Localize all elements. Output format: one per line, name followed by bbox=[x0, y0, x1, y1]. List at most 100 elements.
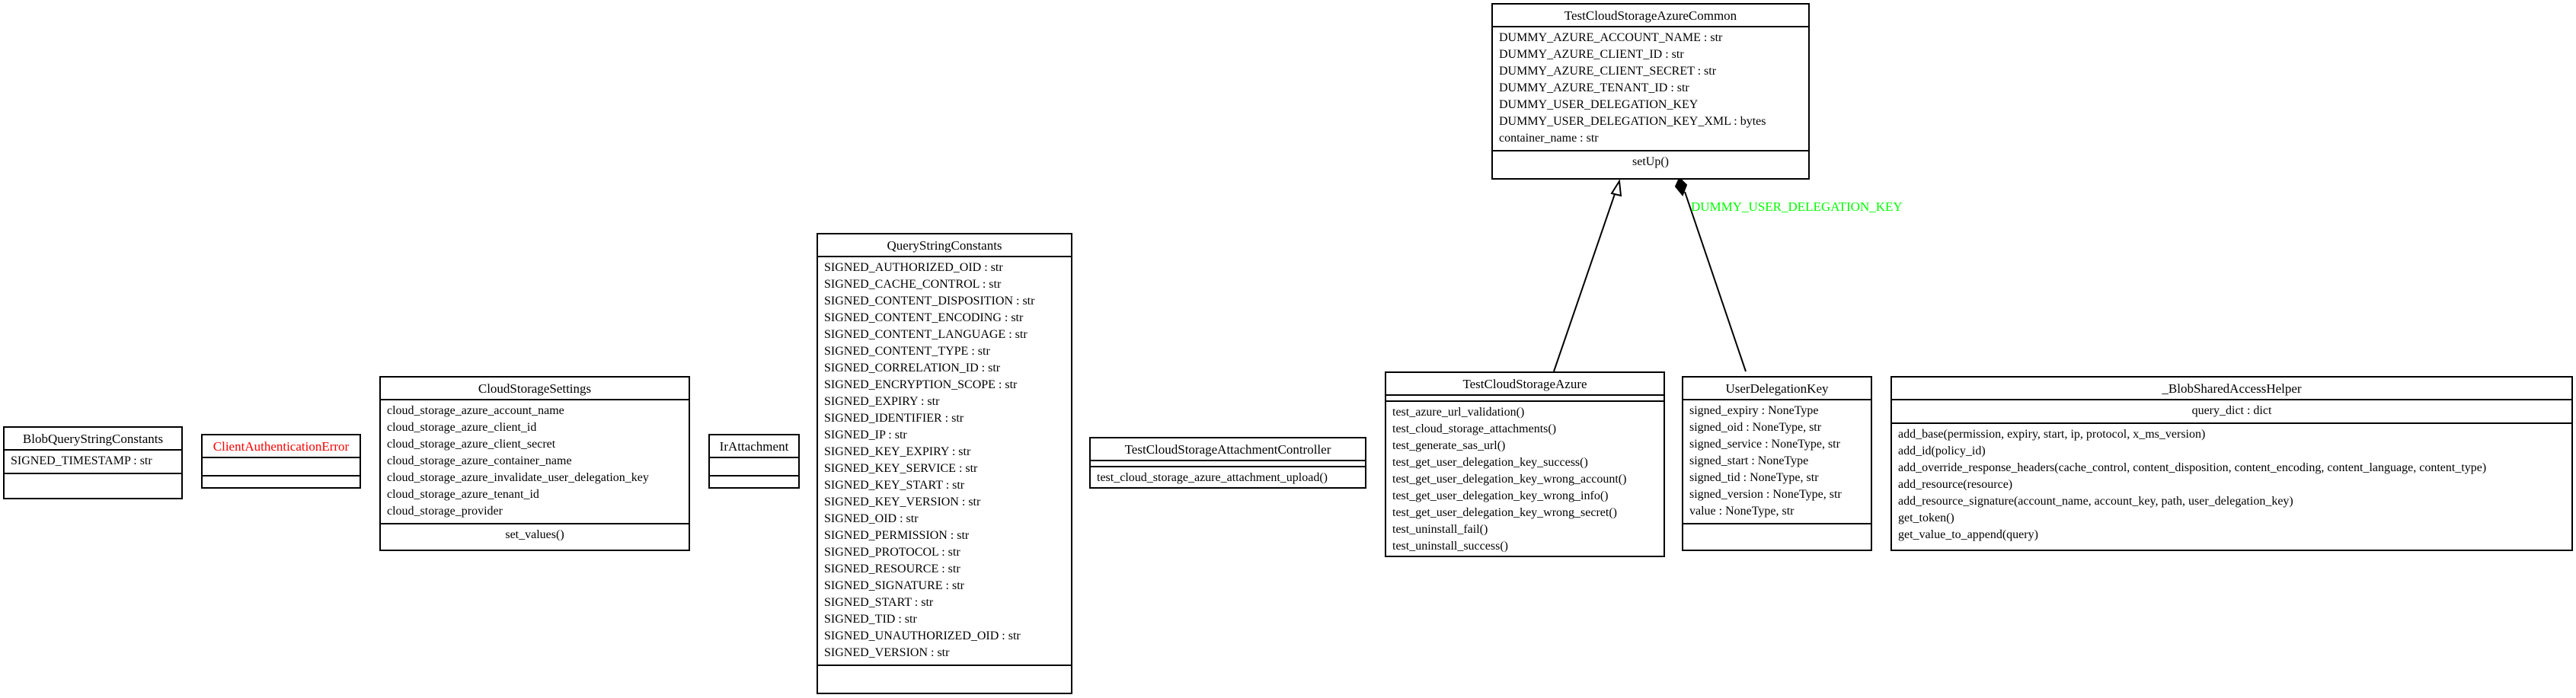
method-row: test_azure_url_validation() bbox=[1392, 406, 1525, 419]
method-row: add_base(permission, expiry, start, ip, … bbox=[1898, 428, 2206, 441]
class-attributes: cloud_storage_azure_account_name cloud_s… bbox=[381, 400, 689, 524]
attribute-row: SIGNED_IDENTIFIER : str bbox=[824, 412, 964, 425]
attribute-row: signed_oid : NoneType, str bbox=[1689, 421, 1822, 434]
class-name: QueryStringConstants bbox=[818, 234, 1071, 257]
class-methods bbox=[5, 474, 181, 498]
attribute-row: cloud_storage_azure_client_id bbox=[387, 421, 537, 434]
method-row: test_cloud_storage_attachments() bbox=[1392, 422, 1557, 435]
method-row: get_token() bbox=[1898, 512, 1954, 524]
attribute-row: SIGNED_UNAUTHORIZED_OID : str bbox=[824, 629, 1021, 642]
class-name: TestCloudStorageAzure bbox=[1386, 373, 1664, 396]
method-row: add_resource_signature(account_name, acc… bbox=[1898, 495, 2293, 508]
attribute-row: DUMMY_AZURE_ACCOUNT_NAME : str bbox=[1499, 31, 1723, 44]
attribute-row: SIGNED_START : str bbox=[824, 596, 934, 609]
attribute-row: SIGNED_KEY_START : str bbox=[824, 479, 965, 492]
attribute-row: SIGNED_AUTHORIZED_OID : str bbox=[824, 261, 1003, 274]
class-attributes bbox=[710, 458, 798, 476]
class-methods bbox=[203, 476, 360, 493]
composition-edge-label: DUMMY_USER_DELEGATION_KEY bbox=[1691, 199, 1903, 214]
method-row: setUp() bbox=[1632, 155, 1669, 168]
attribute-row: cloud_storage_azure_account_name bbox=[387, 404, 564, 417]
class-methods: test_cloud_storage_azure_attachment_uplo… bbox=[1091, 467, 1365, 487]
attribute-row: cloud_storage_azure_client_secret bbox=[387, 438, 556, 451]
attribute-row: signed_tid : NoneType, str bbox=[1689, 471, 1819, 484]
class-box-query-string-constants: QueryStringConstants SIGNED_AUTHORIZED_O… bbox=[817, 233, 1072, 694]
attribute-row: SIGNED_KEY_VERSION : str bbox=[824, 496, 981, 508]
class-methods: setUp() bbox=[1493, 151, 1808, 178]
attribute-row: SIGNED_CONTENT_ENCODING : str bbox=[824, 311, 1024, 324]
attribute-row: SIGNED_KEY_EXPIRY : str bbox=[824, 445, 971, 458]
attribute-row: cloud_storage_provider bbox=[387, 505, 503, 518]
composition-edge bbox=[1684, 191, 1747, 372]
class-box-blob-query-string-constants: BlobQueryStringConstants SIGNED_TIMESTAM… bbox=[3, 426, 183, 499]
class-name: CloudStorageSettings bbox=[381, 378, 689, 400]
attribute-row: SIGNED_PROTOCOL : str bbox=[824, 546, 960, 559]
attribute-row: SIGNED_TID : str bbox=[824, 613, 917, 626]
class-box-blob-shared-access-helper: _BlobSharedAccessHelper query_dict : dic… bbox=[1890, 376, 2573, 551]
method-row: add_override_response_headers(cache_cont… bbox=[1898, 461, 2487, 474]
class-attributes: SIGNED_TIMESTAMP : str bbox=[5, 451, 181, 474]
attribute-row: SIGNED_KEY_SERVICE : str bbox=[824, 462, 978, 475]
class-name: _BlobSharedAccessHelper bbox=[1892, 378, 2571, 400]
attribute-row: DUMMY_AZURE_TENANT_ID : str bbox=[1499, 81, 1689, 94]
attribute-row: DUMMY_AZURE_CLIENT_ID : str bbox=[1499, 48, 1684, 61]
method-row: add_resource(resource) bbox=[1898, 478, 2013, 491]
method-row: test_cloud_storage_azure_attachment_uplo… bbox=[1097, 471, 1328, 484]
attribute-row: SIGNED_CONTENT_DISPOSITION : str bbox=[824, 295, 1035, 308]
attribute-row: SIGNED_SIGNATURE : str bbox=[824, 579, 964, 592]
class-attributes: DUMMY_AZURE_ACCOUNT_NAME : str DUMMY_AZU… bbox=[1493, 27, 1808, 151]
attribute-row: SIGNED_CONTENT_TYPE : str bbox=[824, 345, 990, 358]
class-box-test-cloud-storage-azure-common: TestCloudStorageAzureCommon DUMMY_AZURE_… bbox=[1491, 3, 1810, 180]
method-row: set_values() bbox=[505, 528, 564, 541]
attribute-row: SIGNED_VERSION : str bbox=[824, 646, 950, 659]
class-attributes: signed_expiry : NoneType signed_oid : No… bbox=[1683, 400, 1871, 524]
attribute-row: signed_service : NoneType, str bbox=[1689, 438, 1840, 451]
class-methods bbox=[818, 666, 1071, 693]
attribute-row: SIGNED_CACHE_CONTROL : str bbox=[824, 278, 1002, 291]
attribute-row: container_name : str bbox=[1499, 132, 1599, 145]
attribute-row: SIGNED_OID : str bbox=[824, 512, 919, 525]
method-row: test_get_user_delegation_key_wrong_accou… bbox=[1392, 473, 1627, 486]
attribute-row: SIGNED_IP : str bbox=[824, 429, 907, 441]
class-name: UserDelegationKey bbox=[1683, 378, 1871, 400]
attribute-row: SIGNED_CORRELATION_ID : str bbox=[824, 362, 1001, 374]
class-methods bbox=[710, 476, 798, 493]
class-name: IrAttachment bbox=[710, 435, 798, 458]
method-row: test_get_user_delegation_key_success() bbox=[1392, 456, 1588, 469]
attribute-row: SIGNED_EXPIRY : str bbox=[824, 395, 940, 408]
attribute-row: value : NoneType, str bbox=[1689, 505, 1795, 518]
attribute-row: signed_expiry : NoneType bbox=[1689, 404, 1819, 417]
attribute-row: DUMMY_AZURE_CLIENT_SECRET : str bbox=[1499, 65, 1717, 78]
attribute-row: SIGNED_CONTENT_LANGUAGE : str bbox=[824, 328, 1028, 341]
attribute-row: query_dict : dict bbox=[2191, 404, 2272, 417]
class-box-client-authentication-error: ClientAuthenticationError bbox=[201, 434, 361, 489]
class-attributes bbox=[1091, 461, 1365, 467]
class-name: ClientAuthenticationError bbox=[203, 435, 360, 458]
method-row: test_generate_sas_url() bbox=[1392, 439, 1506, 452]
method-row: test_uninstall_success() bbox=[1392, 540, 1508, 553]
class-name: BlobQueryStringConstants bbox=[5, 428, 181, 451]
attribute-row: SIGNED_TIMESTAMP : str bbox=[11, 454, 152, 467]
attribute-row: signed_version : NoneType, str bbox=[1689, 488, 1842, 501]
inheritance-arrowhead bbox=[1610, 179, 1622, 197]
class-methods bbox=[1683, 524, 1871, 550]
class-methods: test_azure_url_validation() test_cloud_s… bbox=[1386, 402, 1664, 556]
attribute-row: SIGNED_PERMISSION : str bbox=[824, 529, 970, 542]
attribute-row: cloud_storage_azure_invalidate_user_dele… bbox=[387, 471, 649, 484]
method-row: test_get_user_delegation_key_wrong_secre… bbox=[1392, 506, 1618, 519]
attribute-row: DUMMY_USER_DELEGATION_KEY bbox=[1499, 98, 1699, 111]
method-row: test_get_user_delegation_key_wrong_info(… bbox=[1392, 489, 1609, 502]
class-attributes: SIGNED_AUTHORIZED_OID : str SIGNED_CACHE… bbox=[818, 257, 1071, 666]
attribute-row: SIGNED_RESOURCE : str bbox=[824, 563, 960, 575]
class-methods: add_base(permission, expiry, start, ip, … bbox=[1892, 424, 2571, 550]
inheritance-edge bbox=[1553, 191, 1616, 372]
attribute-row: SIGNED_ENCRYPTION_SCOPE : str bbox=[824, 378, 1018, 391]
class-name: TestCloudStorageAzureCommon bbox=[1493, 5, 1808, 27]
method-row: test_uninstall_fail() bbox=[1392, 523, 1488, 536]
class-attributes bbox=[1386, 396, 1664, 402]
class-methods: set_values() bbox=[381, 524, 689, 550]
class-box-ir-attachment: IrAttachment bbox=[708, 434, 800, 489]
attribute-row: DUMMY_USER_DELEGATION_KEY_XML : bytes bbox=[1499, 115, 1766, 128]
